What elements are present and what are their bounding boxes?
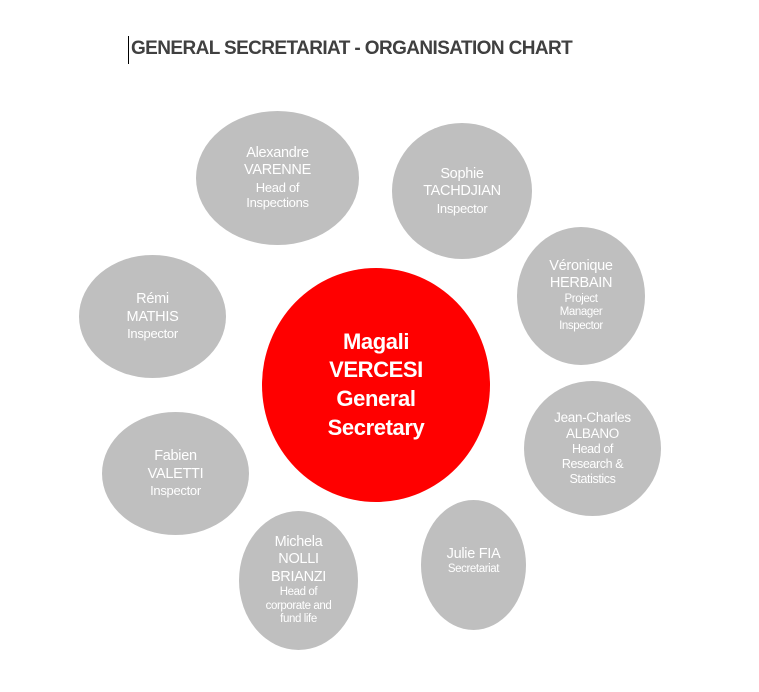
member-last-name: HERBAIN: [549, 275, 613, 292]
member-first-name: Véronique: [549, 257, 613, 274]
member-role: Secretariat: [447, 563, 500, 576]
member-role: Inspector: [127, 326, 178, 342]
member-last-name: VARENNE: [244, 162, 311, 179]
member-role: corporate and: [265, 599, 332, 612]
member-last-name: VALETTI: [147, 465, 204, 482]
member-role: fund life: [280, 613, 317, 626]
member-veronique-herbain: Véronique HERBAIN Project Manager Inspec…: [517, 227, 645, 365]
member-role: Inspector: [559, 320, 603, 333]
member-role: Manager: [559, 306, 603, 319]
member-last-name-2: BRIANZI: [270, 568, 327, 585]
member-julie-fia: Julie FIA Secretariat: [421, 500, 526, 630]
member-michela-nolli-brianzi: Michela NOLLI BRIANZI Head of corporate …: [239, 511, 358, 650]
center-last-name: VERCESI: [329, 357, 423, 383]
center-role: General: [336, 386, 416, 411]
member-first-name: Rémi: [136, 291, 169, 308]
member-name: Julie FIA: [446, 546, 501, 562]
chart-title: GENERAL SECRETARIAT - ORGANISATION CHART: [131, 38, 573, 59]
member-role: Head of: [255, 179, 300, 195]
member-last-name: TACHDJIAN: [423, 183, 501, 200]
member-role: Head of: [279, 585, 318, 598]
text-cursor: [128, 36, 129, 64]
member-role: Inspector: [436, 200, 488, 216]
center-role: Secretary: [327, 414, 425, 440]
member-role: Research &: [561, 457, 624, 472]
member-first-name: Jean-Charles: [554, 409, 631, 425]
member-jean-charles-albano: Jean-Charles ALBANO Head of Research & S…: [524, 381, 661, 516]
member-last-name: ALBANO: [566, 426, 619, 441]
member-role: Inspections: [246, 195, 309, 211]
member-first-name: Fabien: [154, 448, 197, 465]
center-first-name: Magali: [342, 328, 410, 354]
member-role: Project: [564, 292, 598, 305]
member-first-name: Sophie: [440, 165, 484, 182]
member-sophie-tachdjian: Sophie TACHDJIAN Inspector: [392, 123, 532, 259]
member-fabien-valetti: Fabien VALETTI Inspector: [102, 412, 249, 535]
member-role: Head of: [572, 442, 613, 457]
member-first-name: Michela: [274, 533, 323, 550]
member-last-name: NOLLI: [278, 551, 319, 568]
member-alexandre-varenne: Alexandre VARENNE Head of Inspections: [196, 111, 359, 245]
member-role: Inspector: [150, 483, 201, 499]
center-magali-vercesi: Magali VERCESI General Secretary: [262, 268, 490, 502]
member-last-name: MATHIS: [126, 308, 179, 325]
member-remi-mathis: Rémi MATHIS Inspector: [79, 255, 226, 378]
member-first-name: Alexandre: [246, 145, 309, 162]
member-role: Statistics: [569, 472, 616, 487]
